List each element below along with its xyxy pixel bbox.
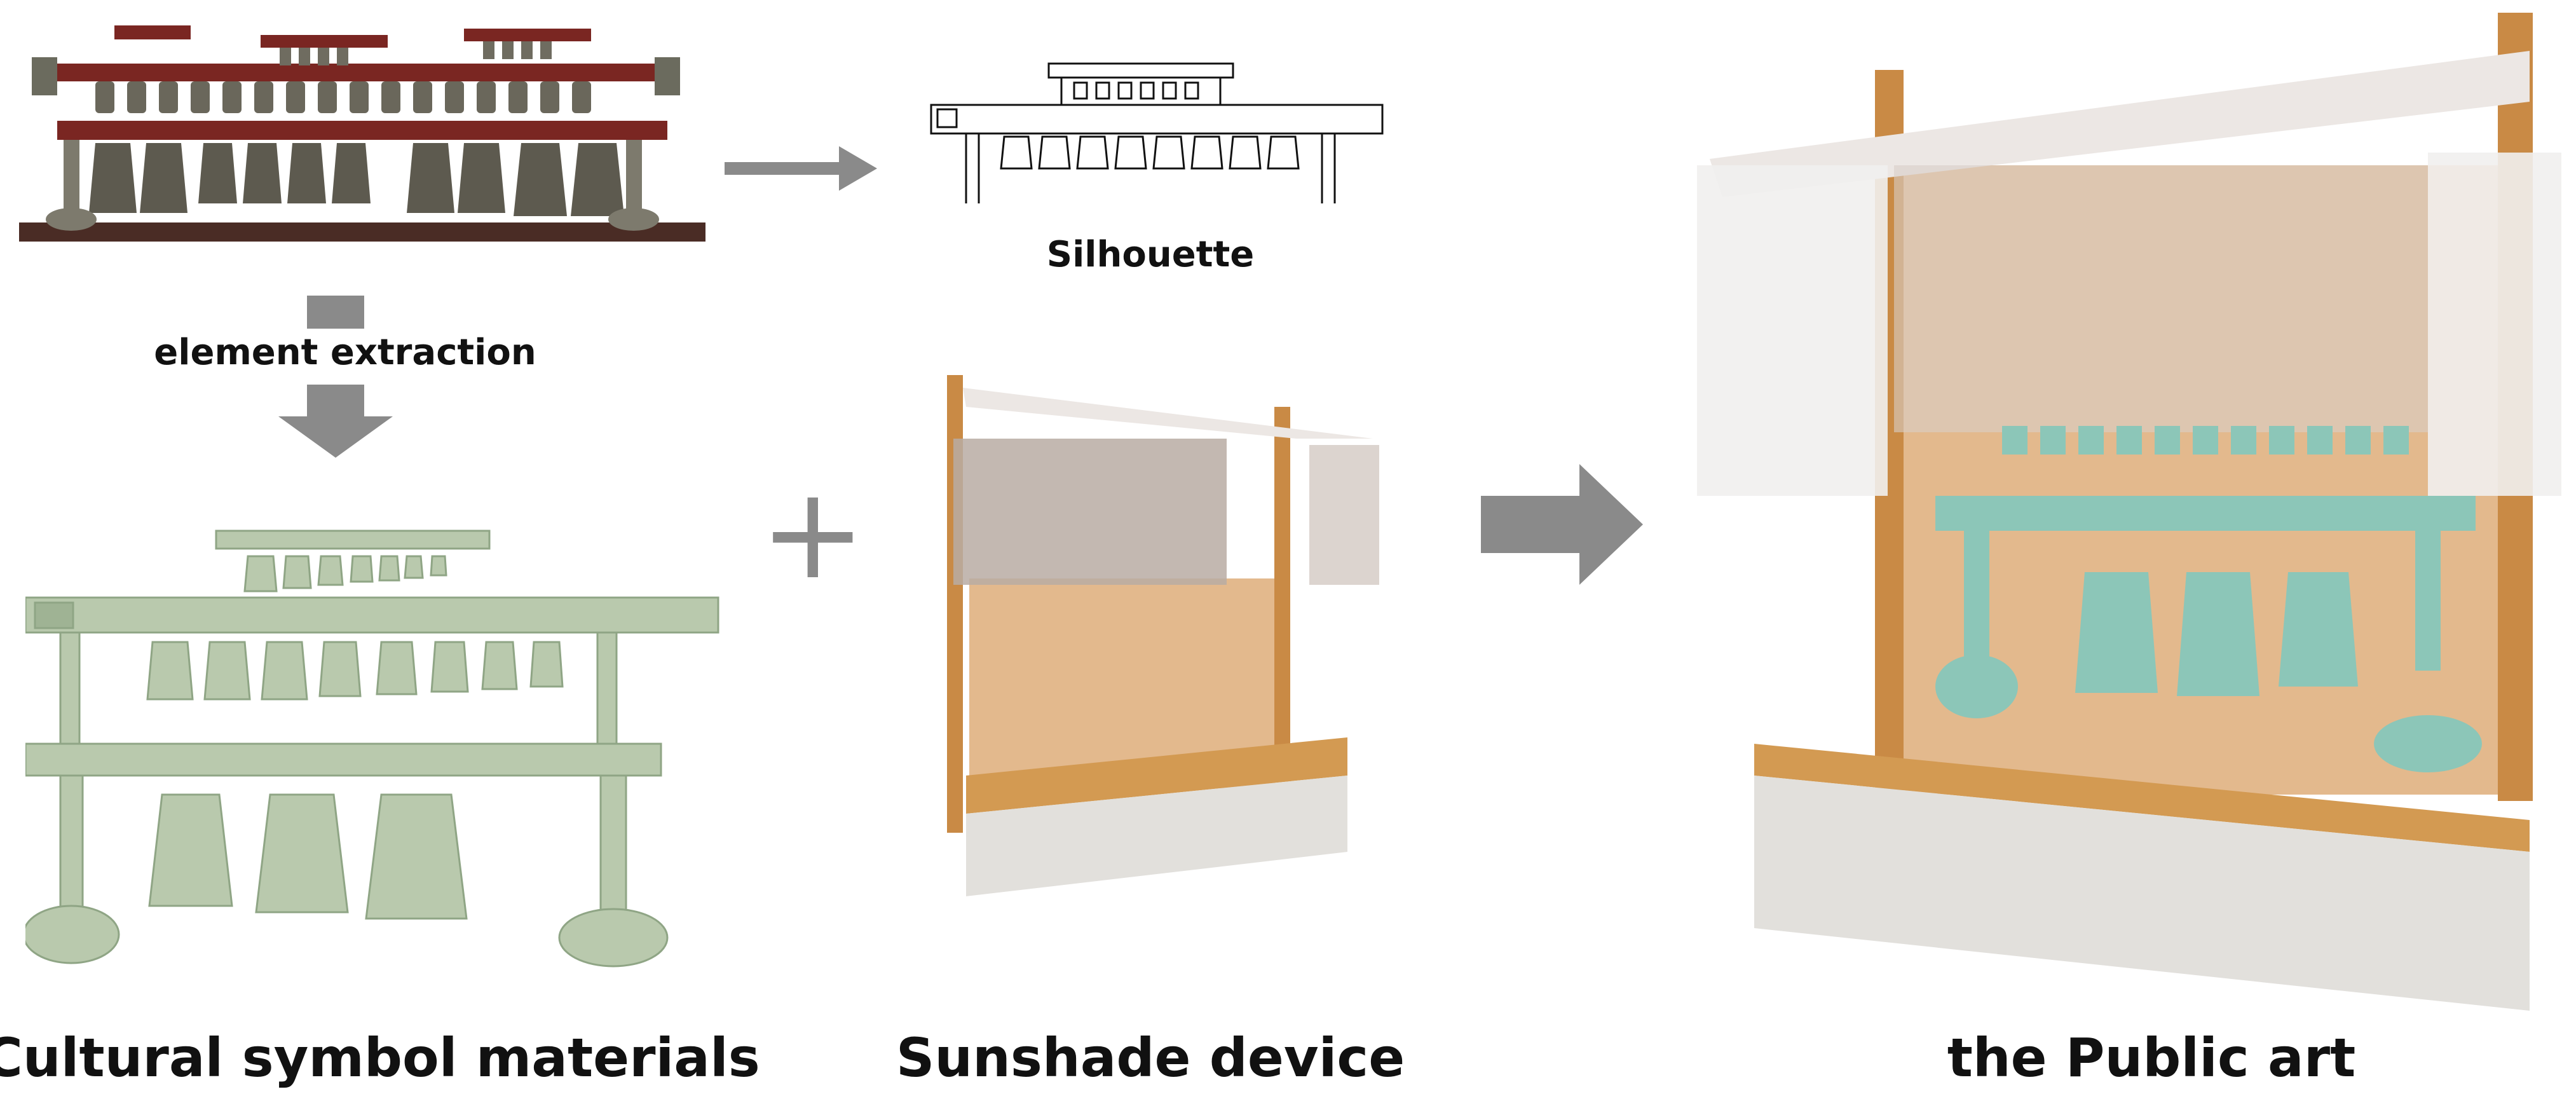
arrow-down-head xyxy=(278,385,393,458)
sunshade-device-caption: Sunshade device xyxy=(896,1027,1405,1089)
arrow-right-to-silhouette xyxy=(725,146,877,191)
public-art-caption: the Public art xyxy=(1947,1027,2356,1089)
arrow-right-to-public-art xyxy=(1481,464,1643,585)
arrow-down-stem xyxy=(307,296,364,329)
cultural-symbol-rendering xyxy=(25,528,725,973)
plus-sign: + xyxy=(760,460,866,608)
silhouette-label: Silhouette xyxy=(1046,234,1255,275)
public-art-rendering xyxy=(1684,13,2561,1030)
bell-set-photo xyxy=(19,13,705,254)
sunshade-device-rendering xyxy=(941,369,1398,903)
element-extraction-label: element extraction xyxy=(154,332,536,373)
cultural-symbol-caption: Cultural symbol materials xyxy=(0,1027,760,1089)
silhouette-drawing xyxy=(928,57,1386,210)
